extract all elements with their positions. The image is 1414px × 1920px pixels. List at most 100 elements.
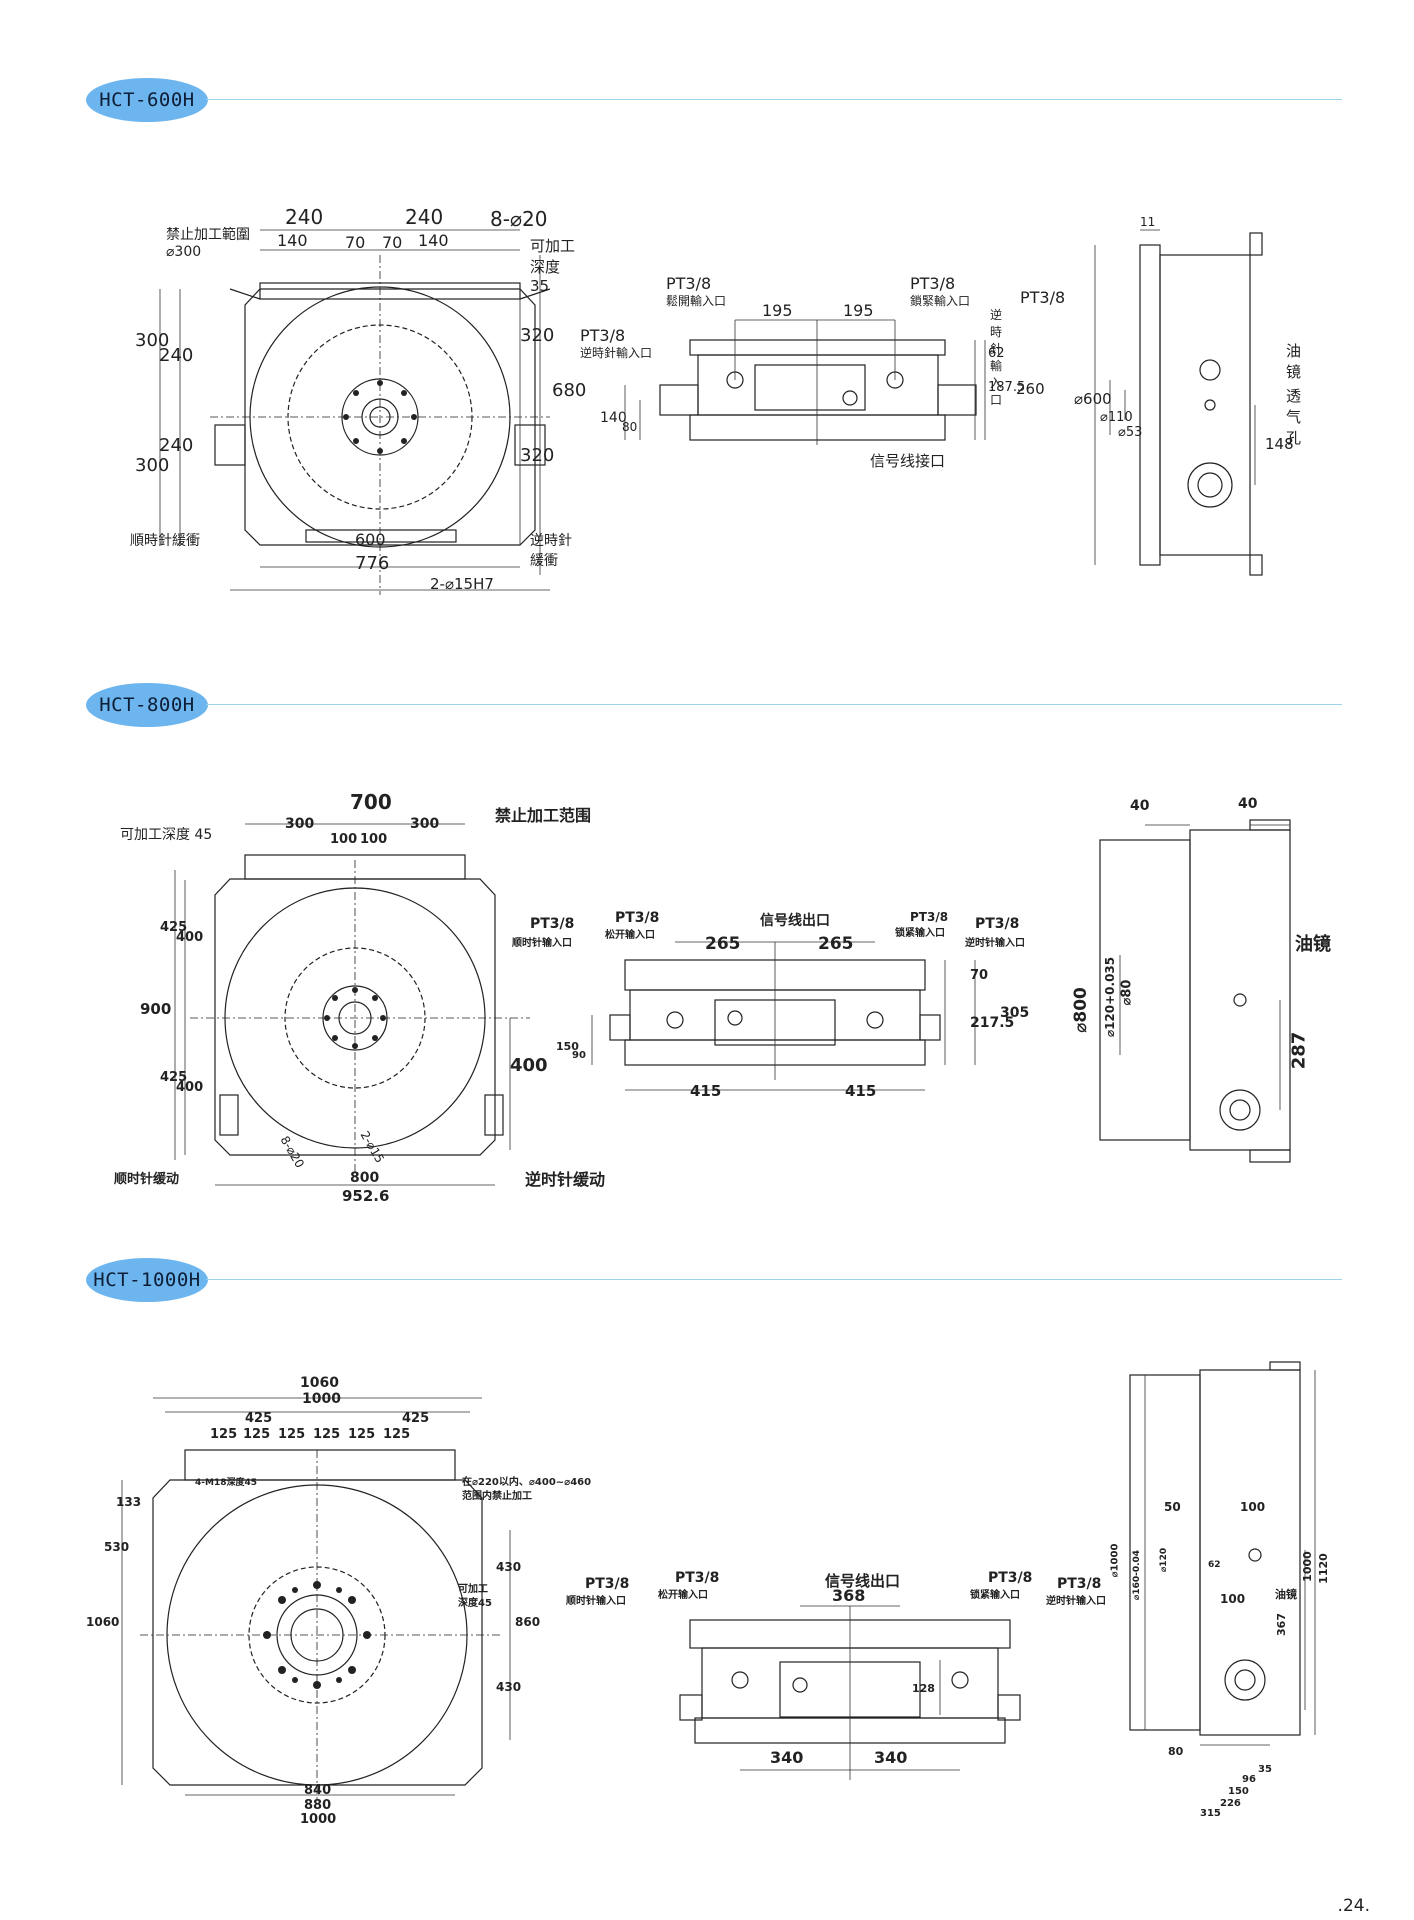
clamp-port-label: 鎖緊輸入口 (910, 294, 971, 308)
dim-96: 96 (1242, 1774, 1256, 1785)
hct1000-top-labels: 4-M18深度45 在⌀220以内、⌀400~⌀460 范围内禁止加工 可加工 … (86, 1375, 630, 1827)
dim-240-right: 240 (405, 205, 444, 229)
dim-62: 62 (988, 346, 1005, 361)
unclamp-port-label: 鬆開輸入口 (666, 294, 727, 308)
dim-300-left: 300 (285, 816, 315, 832)
dim-900: 900 (140, 1000, 172, 1018)
dim-diameter-120: ⌀120+0.035 (1103, 956, 1118, 1038)
ccw-port-label: 逆时针输入口 (965, 938, 1025, 949)
hct1000-top-view (121, 1397, 511, 1800)
port-type-label: PT3/8 (910, 274, 956, 293)
dim-125: 125 (348, 1427, 376, 1442)
hct1000-front-view (679, 1605, 1021, 1780)
unclamp-port-label: 松开输入口 (658, 1590, 708, 1601)
hole-spec-label: 8-⌀20 (490, 207, 548, 231)
dim-776: 776 (355, 553, 390, 574)
dim-100-bottom: 100 (1220, 1592, 1246, 1606)
dim-diameter-53: ⌀53 (1118, 425, 1143, 440)
dim-265-right: 265 (818, 934, 854, 954)
section-header-800: HCT-800H (86, 683, 1342, 727)
dim-125: 125 (383, 1427, 411, 1442)
dim-1000-bottom: 1000 (300, 1812, 337, 1827)
port-type-label: PT3/8 (675, 1570, 720, 1586)
dim-367: 367 (1274, 1613, 1288, 1636)
hct600-front-labels: PT3/8 鬆開輸入口 PT3/8 鎖緊輸入口 PT3/8 逆時針輸入口 PT3… (580, 270, 1065, 490)
dim-1120: 1120 (1316, 1553, 1330, 1584)
dim-150: 150 (1228, 1786, 1249, 1797)
dim-300-top: 300 (135, 330, 170, 351)
hct600-side-labels: 11 油镜 透气孔 ⌀600 ⌀110 ⌀53 148 (1074, 210, 1310, 580)
dim-315: 315 (1200, 1808, 1221, 1819)
section-header-600: HCT-600H (86, 78, 1342, 122)
dim-diameter-160: ⌀160-0.04 (1132, 1549, 1143, 1601)
dim-70: 70 (970, 968, 989, 983)
dim-90: 90 (572, 1050, 586, 1061)
dim-195-right: 195 (843, 301, 874, 320)
oil-sight-label: 油镜 (1275, 1588, 1297, 1601)
port-type-label: PT3/8 (666, 274, 712, 293)
dim-415-left: 415 (690, 1082, 722, 1100)
dim-425-top: 425 (160, 920, 188, 935)
dim-287: 287 (1288, 1031, 1310, 1070)
dim-100-right: 100 (360, 832, 388, 847)
dim-1000-vertical: 1000 (1300, 1551, 1314, 1582)
hct800-top-labels: 可加工深度 45 禁止加工范围 顺时针缓动 逆时针缓动 8-⌀20 2-⌀15 … (114, 790, 640, 1230)
dim-diameter-80: ⌀80 (1119, 979, 1135, 1006)
port-type-label: PT3/8 (910, 910, 949, 924)
dim-226: 226 (1220, 1798, 1241, 1809)
dim-125: 125 (313, 1427, 341, 1442)
dim-133: 133 (116, 1495, 142, 1509)
section-divider (206, 99, 1342, 100)
dim-217-5: 217.5 (970, 1015, 1015, 1031)
dim-125: 125 (278, 1427, 306, 1442)
dim-320-top: 320 (520, 325, 555, 346)
dim-240-left: 240 (285, 205, 324, 229)
clamp-port-label: 锁紧输入口 (970, 1590, 1020, 1601)
no-machining-zone-label: 在⌀220以内、⌀400~⌀460 (462, 1477, 592, 1488)
port-type-label: PT3/8 (988, 1570, 1033, 1586)
ccw-port-label-left: 逆時針輸入口 (580, 346, 653, 360)
dim-11: 11 (1140, 215, 1156, 229)
dim-700: 700 (350, 790, 392, 814)
depth-45-label: 深度45 (458, 1598, 492, 1609)
hct600-side-view (1094, 229, 1263, 576)
dim-50: 50 (1164, 1500, 1181, 1514)
port-type-label: PT3/8 (580, 326, 626, 345)
dim-diameter-110: ⌀110 (1100, 410, 1133, 425)
hct800-side-view (1099, 819, 1291, 1163)
machinable-label: 可加工 (458, 1584, 488, 1595)
hct600-front-view (624, 319, 986, 445)
dim-952-6: 952.6 (342, 1187, 390, 1205)
section-header-1000: HCT-1000H (86, 1258, 1342, 1302)
dim-70-left: 70 (345, 233, 366, 252)
ccw-port-label: 逆时针输入口 (1046, 1596, 1106, 1607)
dim-80: 80 (1168, 1745, 1184, 1758)
hct1000-side-view (1129, 1361, 1316, 1746)
dim-425-right: 425 (402, 1411, 430, 1426)
dim-425-bottom: 425 (160, 1070, 188, 1085)
dim-415-right: 415 (845, 1082, 877, 1100)
cw-buffer-label: 順時針緩衝 (130, 533, 200, 549)
dim-35: 35 (1258, 1764, 1272, 1775)
port-type-label: PT3/8 (1057, 1576, 1102, 1592)
signal-outlet-label: 信号线出口 (825, 1572, 901, 1590)
dim-240-vertical-top: 240 (159, 345, 194, 366)
dim-1060-vertical: 1060 (86, 1615, 120, 1629)
vent-hole-label: 透气孔 (1286, 387, 1302, 447)
page-number: .24. (1337, 1896, 1370, 1916)
hct800-side-labels: 40 40 油镜 ⌀800 ⌀120+0.035 ⌀80 287 (1070, 790, 1350, 1190)
no-machining-zone-label: 禁止加工範圍 (166, 227, 250, 243)
ccw-buffer-label: 逆時針緩衝 (530, 533, 572, 569)
no-machining-zone-label-2: 范围内禁止加工 (462, 1491, 532, 1502)
dim-300-right: 300 (410, 816, 440, 832)
clamp-port-label: 锁紧输入口 (895, 928, 945, 939)
thread-spec-label: 4-M18深度45 (195, 1478, 258, 1488)
pin-hole-label: 2-⌀15 (357, 1128, 387, 1166)
section-divider (206, 704, 1342, 705)
section-divider (206, 1279, 1342, 1280)
dim-62: 62 (1208, 1560, 1221, 1570)
oil-sight-label: 油镜 (1295, 934, 1331, 955)
dim-260: 260 (1016, 380, 1045, 398)
unclamp-port-label: 松开输入口 (605, 930, 655, 941)
dim-430-bottom: 430 (496, 1680, 522, 1694)
